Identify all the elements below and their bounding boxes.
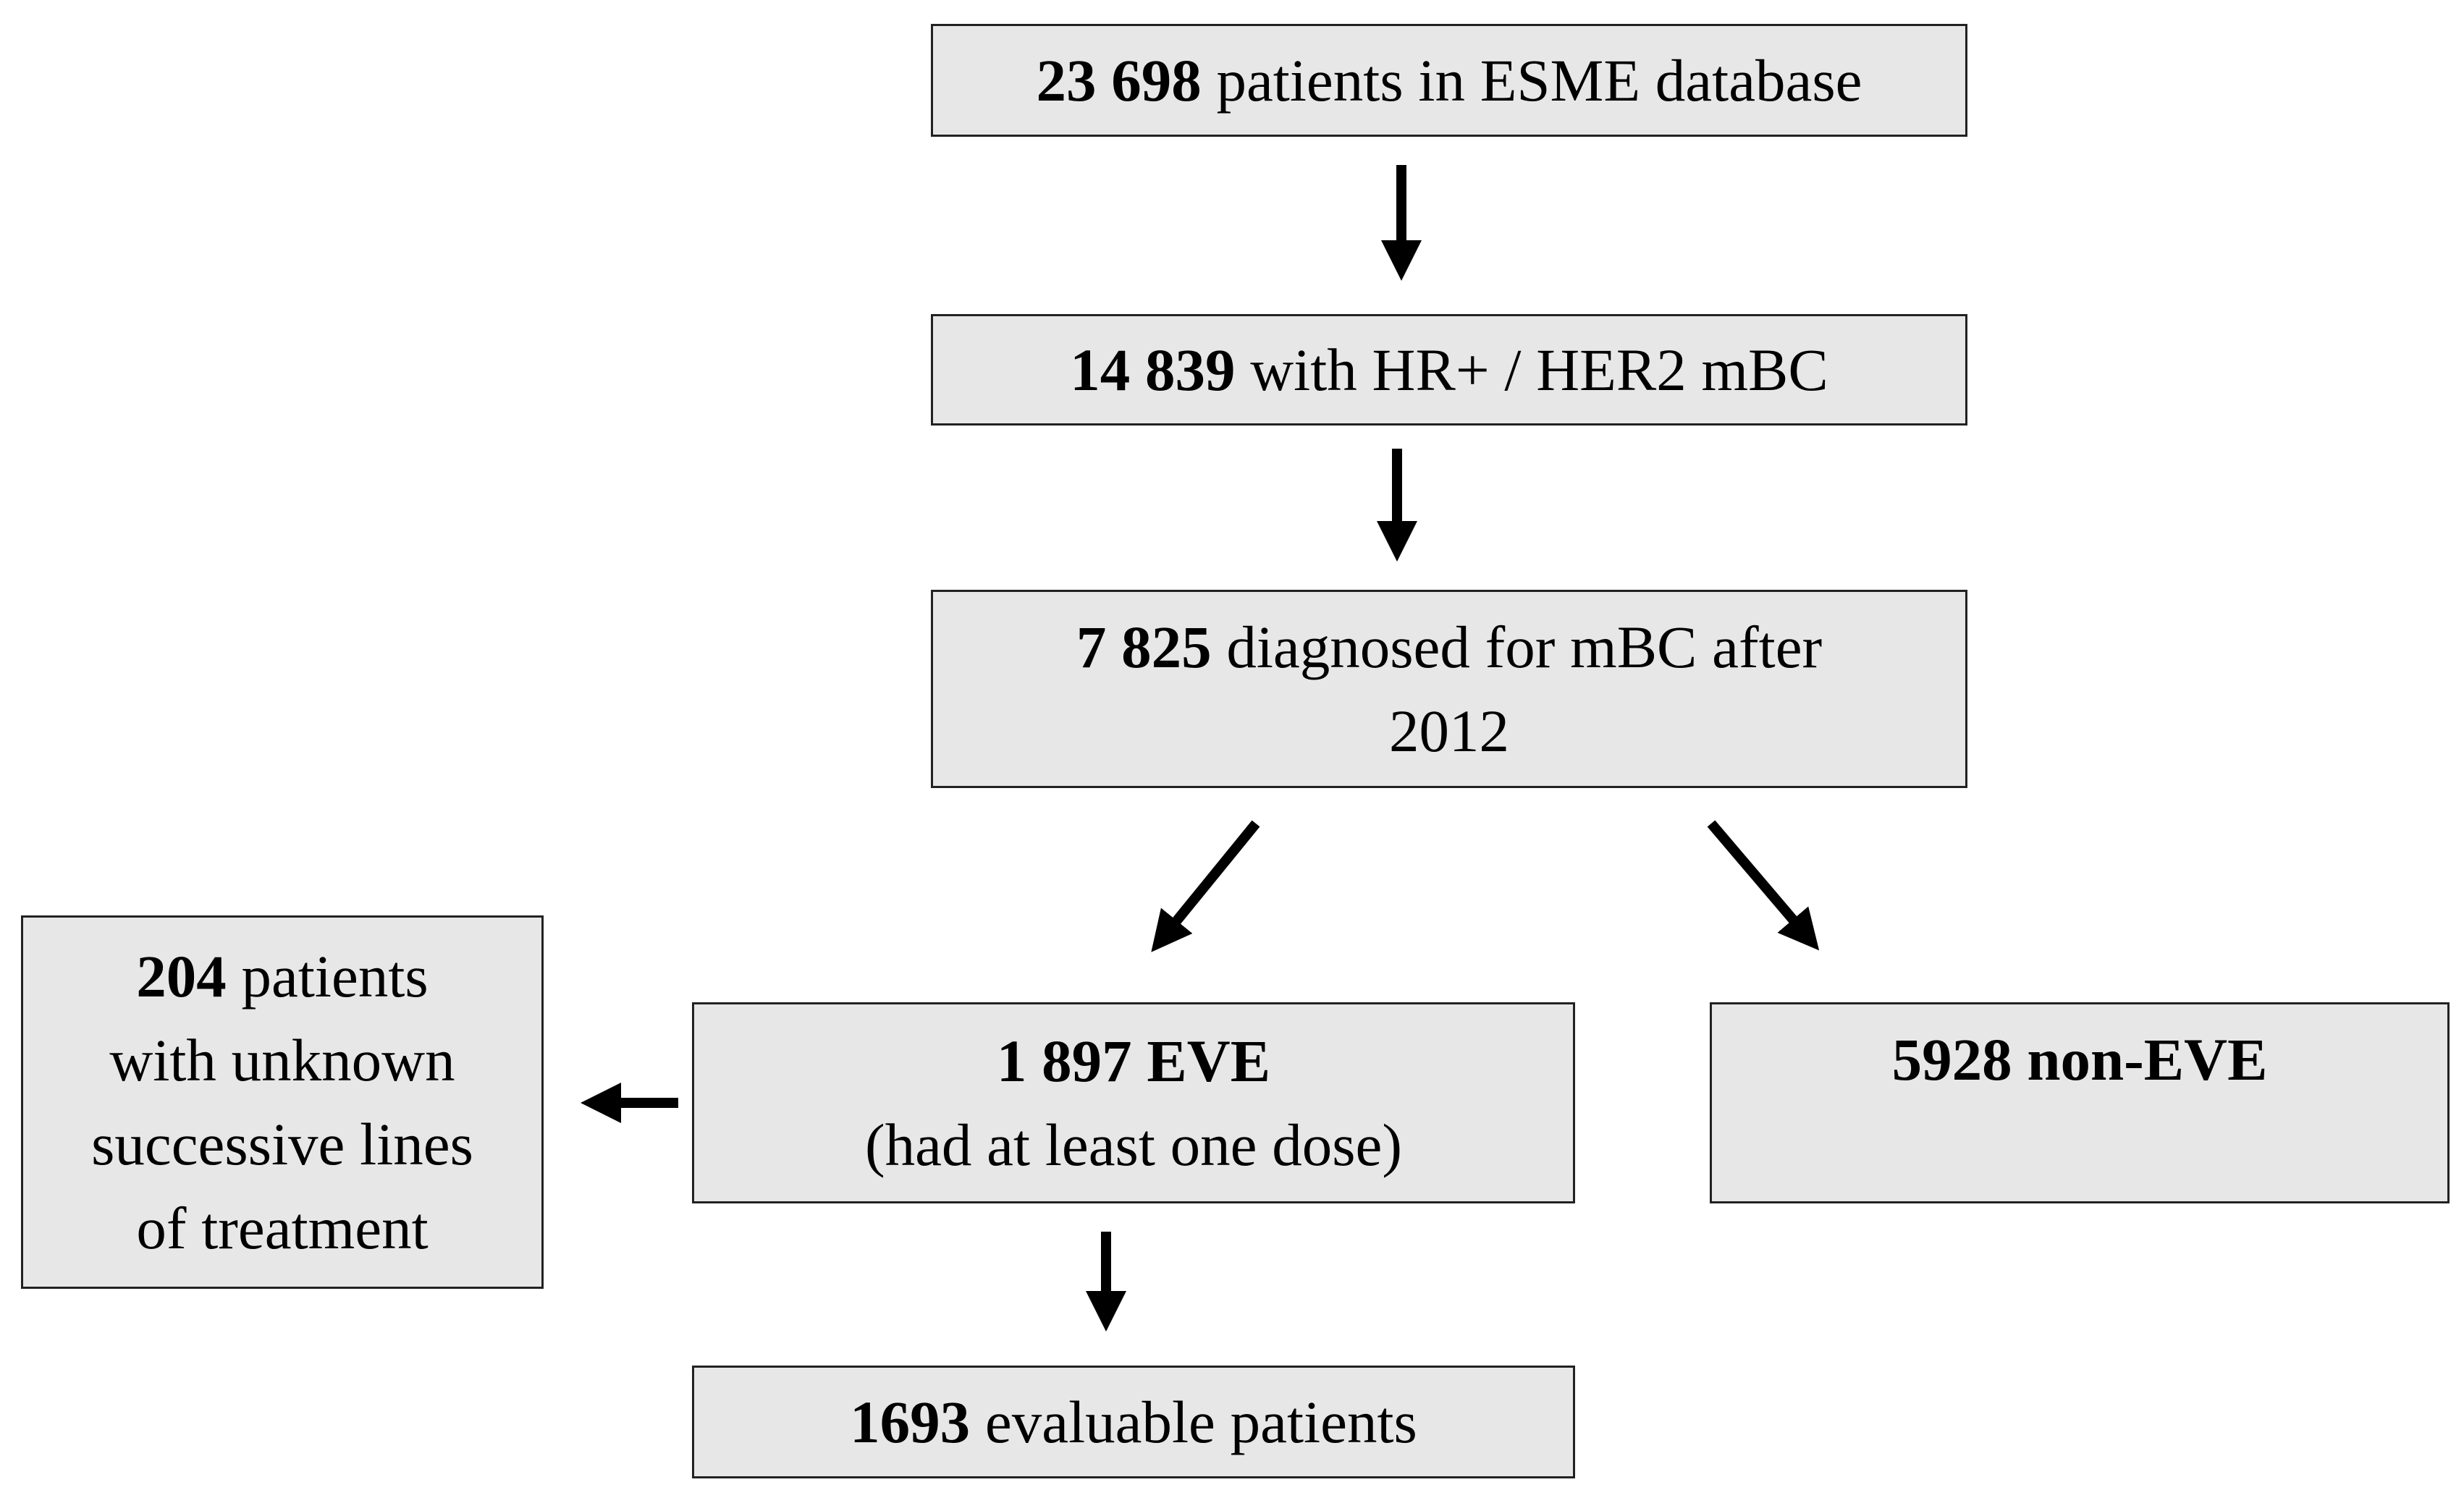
after-2012-label: diagnosed for mBC after: [1211, 613, 1823, 680]
evaluable-label: evaluable patients: [970, 1388, 1417, 1455]
box-after-2012-line1: 7 825 diagnosed for mBC after: [1076, 605, 1822, 689]
box-after-2012: 7 825 diagnosed for mBC after 2012: [931, 590, 1967, 788]
box-unknown-line1: 204 patients: [136, 934, 428, 1018]
box-hr-her2: 14 839 with HR+ / HER2 mBC: [931, 314, 1967, 426]
unknown-count: 204: [136, 942, 227, 1009]
hr-her2-count: 14 839: [1070, 336, 1236, 403]
box-esme-text: 23 698 patients in ESME database: [1036, 38, 1862, 122]
unknown-label: patients: [226, 942, 429, 1009]
eve-count: 1 897 EVE: [996, 1027, 1271, 1094]
box-eve-line1: 1 897 EVE: [997, 1019, 1270, 1103]
hr-her2-label: with HR+ / HER2 mBC: [1235, 336, 1828, 403]
box-esme-database: 23 698 patients in ESME database: [931, 24, 1967, 137]
non-eve-count: 5928 non-EVE: [1891, 1026, 2268, 1093]
arrow-2012-to-non-eve: [1707, 820, 1820, 951]
box-unknown-line3: successive lines: [91, 1111, 473, 1177]
box-unknown-lines: 204 patients with unknown successive lin…: [21, 915, 544, 1289]
esme-count: 23 698: [1036, 46, 1202, 114]
arrow-2012-to-eve: [1151, 820, 1260, 952]
box-unknown-line4: of treatment: [136, 1195, 429, 1262]
box-non-eve-line1: 5928 non-EVE: [1892, 1017, 2268, 1101]
box-eve: 1 897 EVE (had at least one dose): [692, 1002, 1575, 1203]
box-non-eve: 5928 non-EVE: [1710, 1002, 2450, 1203]
after-2012-count: 7 825: [1076, 613, 1212, 680]
box-evaluable-text: 1693 evaluable patients: [850, 1380, 1417, 1464]
box-eve-line2: (had at least one dose): [864, 1112, 1403, 1178]
box-evaluable: 1693 evaluable patients: [692, 1366, 1575, 1478]
esme-label: patients in ESME database: [1201, 46, 1862, 114]
box-after-2012-line2: 2012: [1389, 698, 1509, 764]
box-unknown-line2: with unknown: [109, 1026, 455, 1093]
box-hr-her2-text: 14 839 with HR+ / HER2 mBC: [1070, 328, 1828, 412]
evaluable-count: 1693: [850, 1388, 971, 1455]
